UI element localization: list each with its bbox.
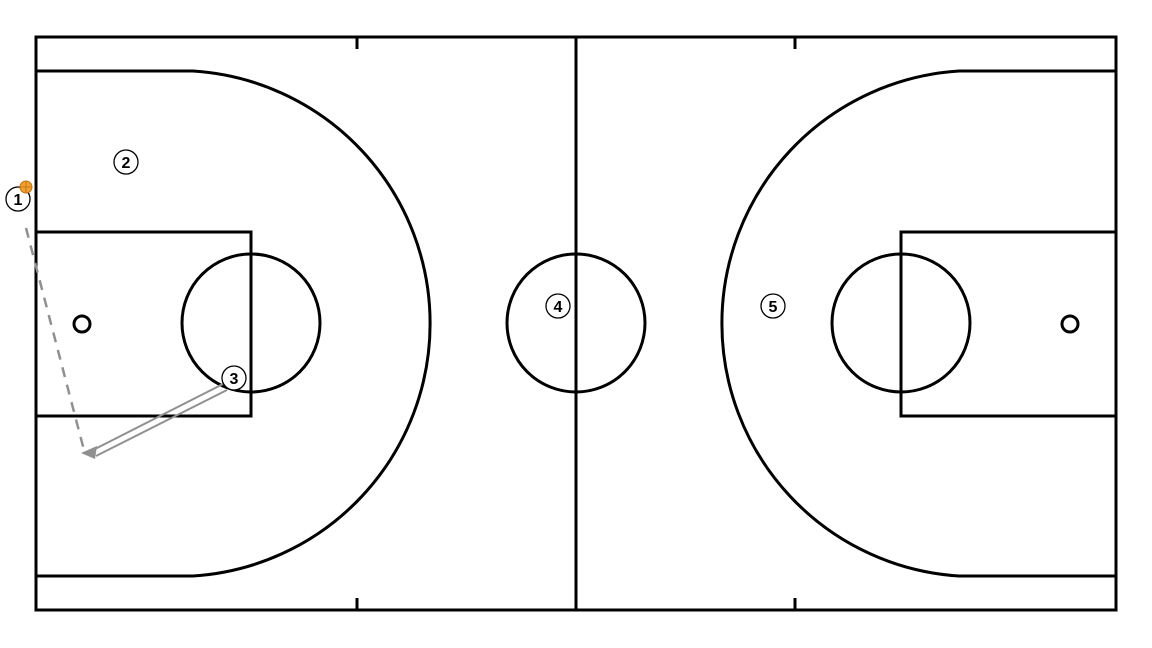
- paint-right: [899, 230, 1118, 418]
- players: 1 2 3 4 5: [5, 149, 786, 391]
- paint-left: [34, 230, 253, 418]
- player-marker-icon: [221, 365, 247, 391]
- player-label: 5: [769, 299, 778, 316]
- three-point-line-right: [720, 69, 1116, 578]
- pass-line: [92, 383, 224, 451]
- player-label: 2: [122, 155, 131, 172]
- play-actions: [24, 227, 228, 459]
- arrowhead-icon: [81, 446, 97, 459]
- free-throw-circle-right: [830, 252, 972, 394]
- player-1[interactable]: 1: [5, 180, 33, 212]
- player-marker-icon: [113, 149, 139, 175]
- player-4[interactable]: 4: [545, 293, 571, 319]
- player-label: 3: [230, 371, 239, 388]
- player-marker-icon: [760, 293, 786, 319]
- three-point-line-left: [36, 69, 432, 578]
- player-5[interactable]: 5: [760, 293, 786, 319]
- player-label: 1: [14, 192, 23, 209]
- player-2[interactable]: 2: [113, 149, 139, 175]
- dribble-path: [24, 227, 87, 455]
- pass-line: [95, 389, 228, 457]
- basket-left: [72, 314, 92, 334]
- court-lines: [34, 35, 1118, 612]
- player-marker-icon: [545, 293, 571, 319]
- player-3[interactable]: 3: [221, 365, 247, 391]
- player-label: 4: [554, 299, 563, 316]
- free-throw-circle-left: [180, 252, 322, 394]
- center-circle: [505, 252, 647, 394]
- basket-right: [1060, 314, 1080, 334]
